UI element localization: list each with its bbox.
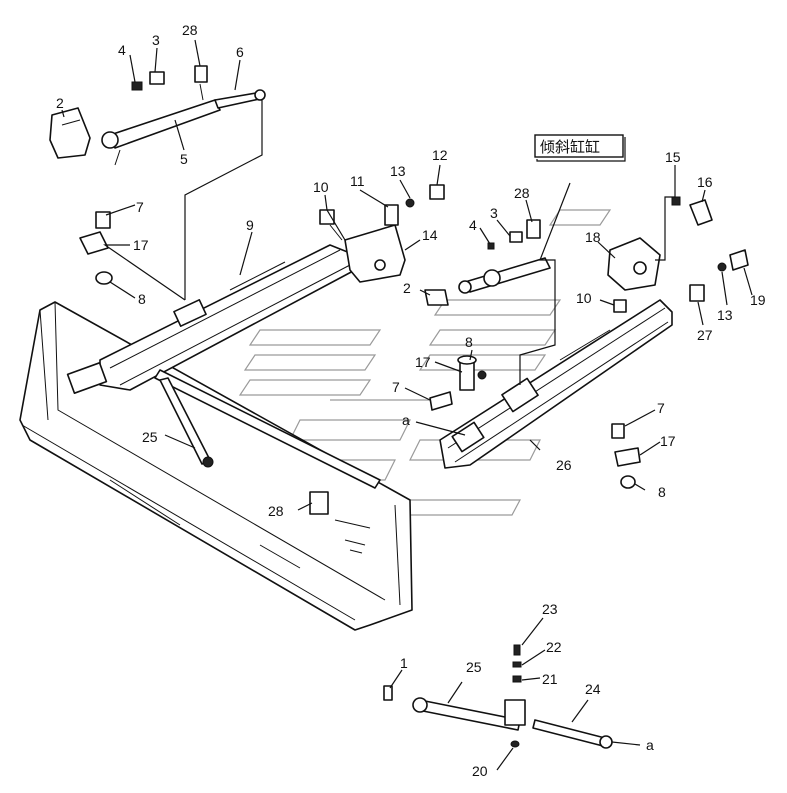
callout-label: 28 [182,22,198,38]
callout-label: 2 [56,95,64,111]
callout-label: 11 [350,173,365,189]
callout-label: 17 [415,354,431,370]
leader-lines [61,39,753,771]
middle-rod-group [424,219,551,306]
callout-label: 12 [432,147,448,163]
callout-label: 7 [657,400,665,416]
blade-clamp-group [309,491,371,554]
callout-note-text: 倾斜缸缸 [540,138,600,156]
callout-label: 20 [472,763,488,779]
callout-label: 1 [400,655,408,671]
right-push-arm [439,299,673,469]
callout-label: 23 [542,601,558,617]
callout-label: 24 [585,681,601,697]
callout-label: 15 [665,149,681,165]
callout-label: 8 [138,291,146,307]
callout-label: 28 [514,185,530,201]
center-pin-group [429,355,487,411]
callout-label: 10 [313,179,329,195]
right-bracket-group [607,196,749,313]
callout-label: 7 [136,199,144,215]
callout-label: 17 [660,433,676,449]
upper-bracket-group [319,184,445,283]
callout-label: 25 [466,659,482,675]
left-push-arm [66,244,356,395]
callout-label: 6 [236,44,244,60]
left-pin-group [79,211,113,285]
callout-note: 倾斜缸缸 [534,134,626,162]
callout-label: 3 [490,205,498,221]
callout-label: 8 [465,334,473,350]
callout-label: 2 [403,280,411,296]
lower-brace-assembly [383,644,613,749]
callout-label: 5 [180,151,188,167]
callout-label: 16 [697,174,713,190]
callout-label: a [402,412,410,428]
tilt-cylinder-top [49,65,266,166]
callout-label: 10 [576,290,592,306]
callout-label: 17 [133,237,149,253]
callout-label: 4 [469,217,477,233]
callout-label: 14 [422,227,438,243]
callout-label: 19 [750,292,766,308]
background-watermark [238,209,612,516]
callout-label: a [646,737,654,753]
callout-label: 22 [546,639,562,655]
callout-label: 18 [585,229,601,245]
right-pin-group [611,423,641,489]
callout-label: 13 [717,307,733,323]
callout-label: 28 [268,503,284,519]
callout-label: 4 [118,42,126,58]
callout-label: 3 [152,32,160,48]
callout-label: 9 [246,217,254,233]
callout-label: 26 [556,457,572,473]
callout-label: 27 [697,327,713,343]
callout-label: 21 [542,671,558,687]
callout-label: 8 [658,484,666,500]
blade-brace [154,369,381,489]
callout-label: 25 [142,429,158,445]
callout-label: 7 [392,379,400,395]
callout-labels: 4 3 28 6 2 5 7 17 8 9 10 11 13 12 14 4 3… [56,22,766,779]
callout-label: 13 [390,163,406,179]
